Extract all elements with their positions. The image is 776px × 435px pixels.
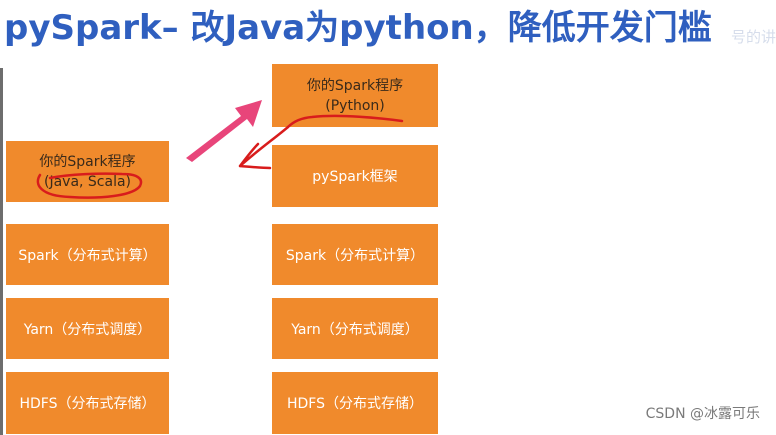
right-hdfs-label: HDFS（分布式存储）	[286, 396, 423, 412]
right-yarn-label: Yarn（分布式调度）	[291, 321, 419, 338]
left-hdfs-label: HDFS（分布式存储）	[19, 396, 156, 412]
right-pyspark-box: pySpark框架	[272, 145, 438, 207]
left-program-box: 你的Spark程序 (Java, Scala)	[6, 141, 169, 202]
left-program-label: 你的Spark程序	[39, 153, 136, 170]
left-program-languages: (Java, Scala)	[43, 173, 132, 190]
left-yarn-label: Yarn（分布式调度）	[23, 321, 152, 338]
right-pyspark-label: pySpark框架	[312, 169, 398, 185]
right-spark-box: Spark（分布式计算）	[272, 224, 438, 285]
left-yarn-box: Yarn（分布式调度）	[6, 298, 169, 359]
left-hdfs-box: HDFS（分布式存储）	[6, 372, 169, 434]
page-title: pySpark– 改Java为python，降低开发门槛	[4, 8, 712, 48]
right-program-label: 你的Spark程序	[306, 77, 404, 94]
csdn-watermark: CSDN @冰露可乐	[645, 406, 760, 422]
upgrade-arrow	[186, 100, 262, 162]
right-spark-label: Spark（分布式计算）	[285, 247, 425, 264]
left-spark-box: Spark（分布式计算）	[6, 224, 169, 285]
right-program-language: (Python)	[325, 97, 385, 114]
right-yarn-box: Yarn（分布式调度）	[272, 298, 438, 359]
right-program-box: 你的Spark程序 (Python)	[272, 64, 438, 127]
right-hdfs-box: HDFS（分布式存储）	[272, 372, 438, 434]
left-edge-divider	[0, 68, 3, 435]
video-watermark: 号的讲	[730, 28, 776, 46]
left-spark-label: Spark（分布式计算）	[18, 247, 157, 264]
